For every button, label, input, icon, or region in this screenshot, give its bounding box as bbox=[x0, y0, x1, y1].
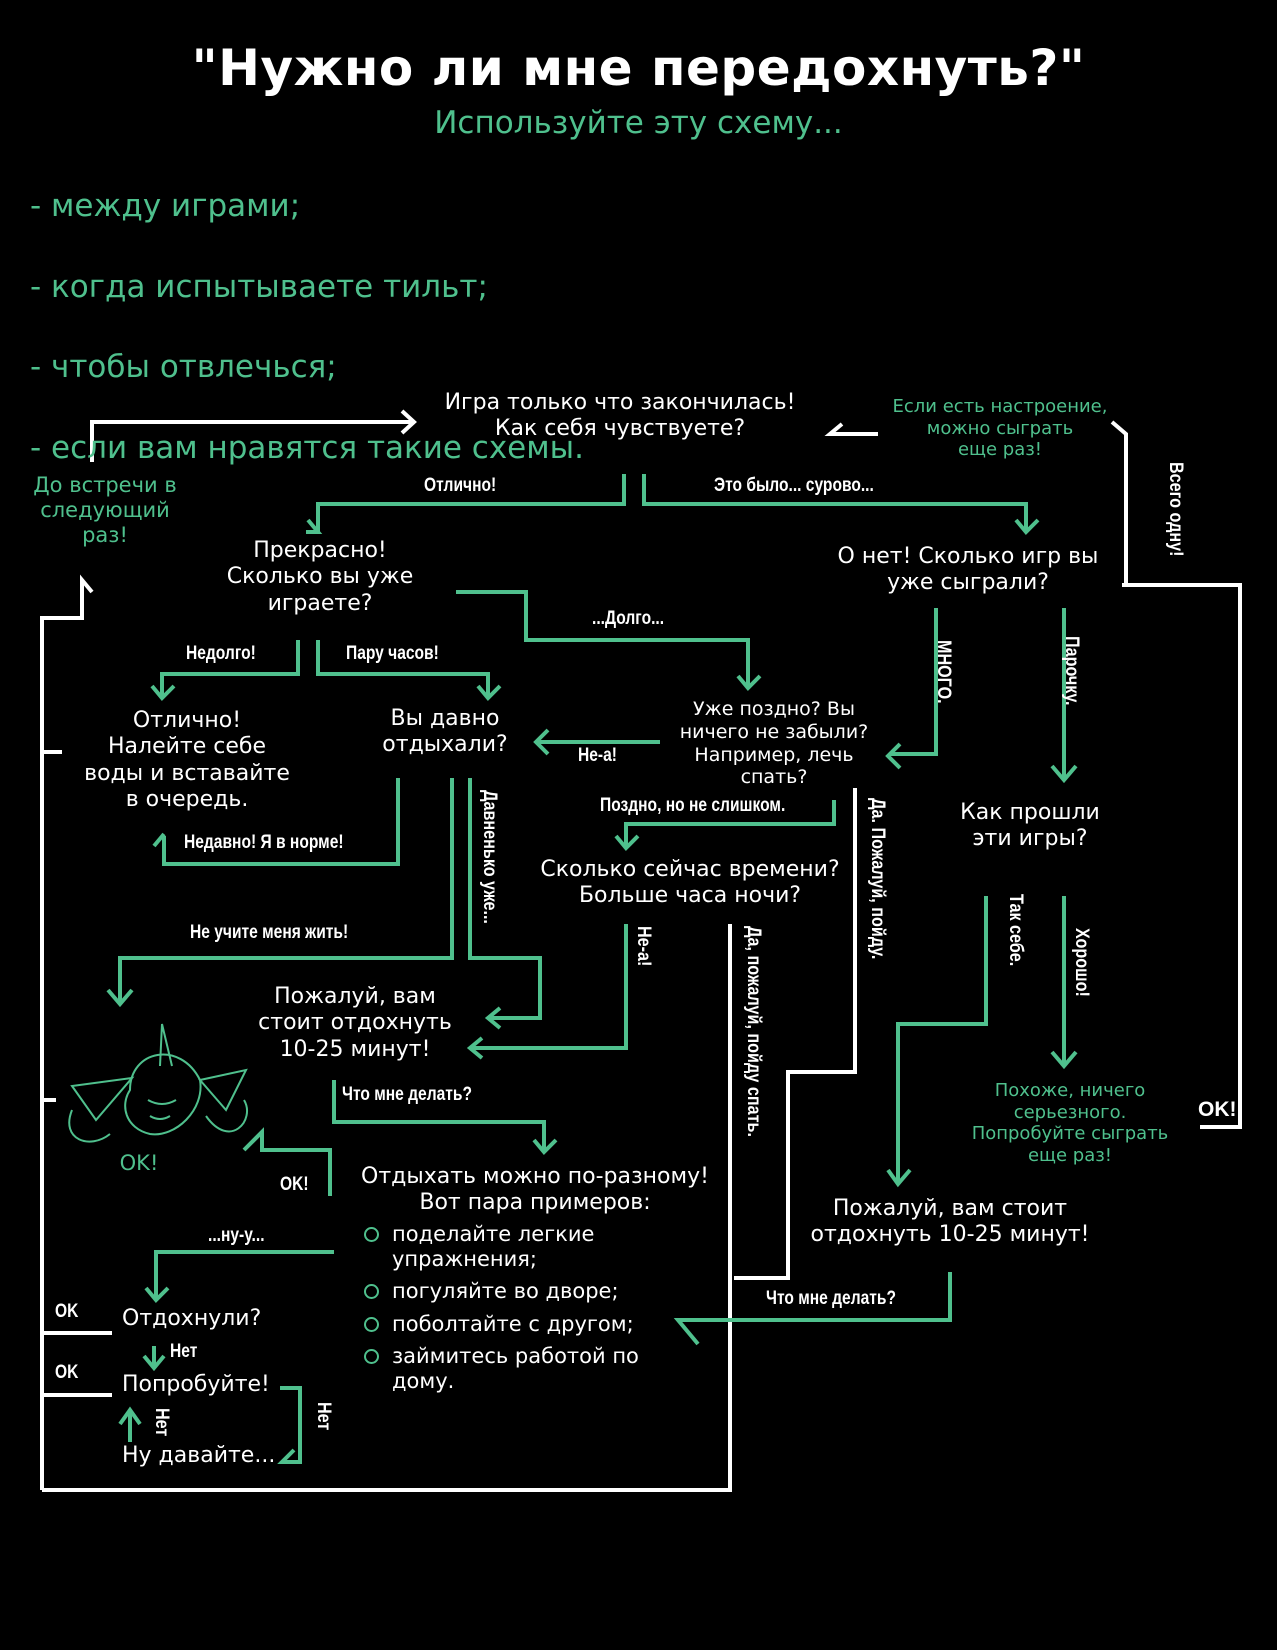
bullet-circle-icon bbox=[364, 1348, 379, 1364]
edge-label-good: Хорошо! bbox=[1071, 928, 1092, 997]
list-item: поболтайте с другом; bbox=[362, 1312, 639, 1337]
node-try: Попробуйте! bbox=[122, 1372, 270, 1397]
connector-arrow bbox=[1050, 608, 1078, 784]
edge-label-ok-rested: OK bbox=[55, 1301, 79, 1322]
page-title: "Нужно ли мне передохнуть?" bbox=[191, 39, 1086, 97]
connector-arrow bbox=[142, 1346, 166, 1372]
node-rest-2: Пожалуй, вам стоит отдохнуть 10-25 минут… bbox=[810, 1196, 1090, 1248]
node-rest-1: Пожалуй, вам стоит отдохнуть 10-25 минут… bbox=[258, 984, 452, 1062]
connector-arrow bbox=[886, 896, 988, 1188]
node-nothing-serious: Похоже, ничего серьезного. Попробуйте сы… bbox=[971, 1080, 1169, 1166]
connector-arrow bbox=[1050, 896, 1078, 1070]
edge-label-ok: OK! bbox=[280, 1174, 309, 1195]
node-see-you: До встречи в следующий раз! bbox=[33, 473, 177, 548]
node-late: Уже поздно? Вы ничего не забыли? Наприме… bbox=[679, 698, 869, 789]
connector-arrow bbox=[242, 1127, 332, 1196]
edge-label-only-one: Всего одну! bbox=[1165, 462, 1186, 557]
edge-label-ok-try: OK bbox=[55, 1362, 79, 1383]
page-subtitle: Используйте эту схему... bbox=[434, 105, 843, 141]
node-rested-question: Отдохнули? bbox=[122, 1306, 262, 1331]
rest-tips-list: поделайте легкие упражнения; погуляйте в… bbox=[362, 1222, 639, 1401]
intro-list: - между играми; - когда испытываете тиль… bbox=[30, 146, 584, 509]
edge-label-what-do-1: Что мне делать? bbox=[342, 1084, 472, 1105]
node-water: Отлично! Налейте себе воды и вставайте в… bbox=[84, 708, 290, 813]
edge-label-excellent: Отлично! bbox=[424, 475, 497, 496]
intro-item: - когда испытываете тильт; bbox=[30, 268, 488, 305]
edge-label-harsh: Это было... сурово... bbox=[714, 475, 874, 496]
edge-label-net-2: Нет bbox=[151, 1408, 172, 1437]
node-come-on: Ну давайте... bbox=[122, 1443, 276, 1468]
edge-label-nea: Не-а! bbox=[578, 745, 617, 766]
connector-arrow bbox=[466, 924, 628, 1060]
edge-label-nea-2: Не-а! bbox=[633, 926, 654, 967]
node-great: Прекрасно! Сколько вы уже играете? bbox=[226, 538, 414, 616]
connector-arrow bbox=[152, 778, 400, 866]
elf-mascot-icon bbox=[68, 1023, 249, 1143]
intro-item: - между играми; bbox=[30, 188, 301, 225]
connector-arrow bbox=[533, 728, 660, 756]
connector-arrow bbox=[456, 590, 762, 691]
connector-arrow bbox=[332, 1080, 558, 1155]
bullet-circle-icon bbox=[364, 1227, 379, 1242]
connector-arrow bbox=[306, 474, 626, 534]
connector-line bbox=[42, 1331, 112, 1397]
edge-label-dont-teach: Не учите меня жить! bbox=[190, 922, 349, 943]
edge-label-couple-hours: Пару часов! bbox=[346, 643, 439, 664]
edge-label-net-3: Нет bbox=[313, 1402, 334, 1431]
node-oh-no: О нет! Сколько игр вы уже сыграли? bbox=[837, 544, 1099, 596]
connector-line bbox=[1110, 420, 1242, 1129]
connector-line bbox=[42, 924, 732, 1492]
connector-arrow bbox=[150, 640, 300, 701]
node-start: Игра только что закончилась! Как себя чу… bbox=[444, 390, 796, 442]
edge-label-recently: Недавно! Я в норме! bbox=[184, 832, 344, 853]
bullet-circle-icon bbox=[364, 1316, 379, 1332]
connector-arrow bbox=[614, 800, 836, 851]
edge-label-short: Недолго! bbox=[186, 643, 256, 664]
edge-label-so-so: Так себе. bbox=[1005, 894, 1026, 967]
connector-arrow bbox=[106, 778, 454, 1008]
node-rested-long: Вы давно отдыхали? bbox=[382, 706, 508, 758]
edge-label-yes-go: Да. Пожалуй, пойду. bbox=[867, 798, 888, 960]
mascot-ok-caption: OK! bbox=[119, 1151, 159, 1175]
node-mood-again: Если есть настроение, можно сыграть еще … bbox=[892, 396, 1108, 461]
connector-line bbox=[824, 422, 878, 436]
connector-arrow bbox=[118, 1406, 142, 1442]
edge-label-long: ...Долго... bbox=[592, 608, 665, 629]
bullet-circle-icon bbox=[364, 1284, 379, 1300]
node-ways: Отдыхать можно по-разному! Вот пара прим… bbox=[361, 1164, 709, 1216]
intro-item: - чтобы отвлечься; bbox=[30, 349, 337, 386]
intro-item: - если вам нравятся такие схемы. bbox=[30, 430, 584, 467]
edge-label-late-not-too: Поздно, но не слишком. bbox=[600, 795, 786, 816]
connector-line bbox=[734, 788, 857, 1280]
edge-label-ok-right: OK! bbox=[1198, 1098, 1237, 1121]
connector-arrow bbox=[277, 1386, 302, 1464]
list-item: погуляйте во дворе; bbox=[362, 1279, 639, 1304]
connector-line bbox=[90, 409, 417, 462]
connector-arrow bbox=[673, 1272, 952, 1346]
connector-arrow bbox=[316, 640, 502, 701]
connector-arrow bbox=[885, 608, 938, 770]
list-item: поделайте легкие упражнения; bbox=[362, 1222, 639, 1272]
connector-line bbox=[42, 750, 62, 1102]
connector-line bbox=[40, 574, 94, 1490]
list-item: займитесь работой по дому. bbox=[362, 1344, 639, 1394]
edge-label-net: Нет bbox=[170, 1341, 198, 1362]
node-time: Сколько сейчас времени? Больше часа ночи… bbox=[540, 857, 840, 909]
edge-label-many: МНОГО. bbox=[933, 640, 954, 704]
edge-label-long-ago: Давненько уже... bbox=[479, 790, 500, 924]
connector-arrow bbox=[144, 1250, 334, 1303]
connector-arrow bbox=[642, 474, 1040, 535]
node-how-went: Как прошли эти игры? bbox=[960, 800, 1100, 852]
edge-label-yes-sleep: Да, пожалуй, пойду спать. bbox=[743, 926, 764, 1137]
edge-label-couple: Парочку. bbox=[1061, 636, 1082, 706]
edge-label-nu-u: ...ну-у... bbox=[208, 1225, 265, 1246]
connector-arrow bbox=[468, 778, 542, 1030]
edge-label-what-do-2: Что мне делать? bbox=[766, 1288, 896, 1309]
